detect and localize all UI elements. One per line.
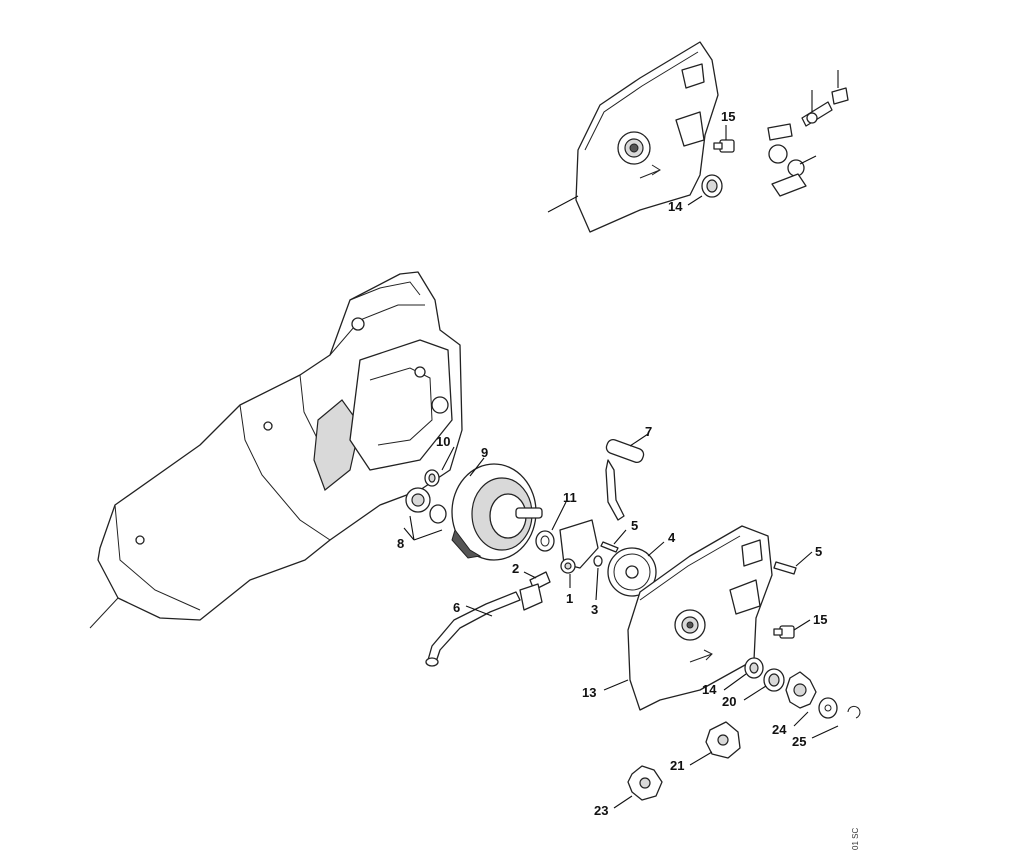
clutch-drum-9: [451, 463, 543, 561]
o-ring-3: [593, 555, 603, 567]
upper-tensioner-parts: [767, 70, 849, 197]
drawing-code: 01 SC: [851, 828, 860, 850]
callout-5-right: 5: [815, 544, 822, 559]
callout-13: 13: [582, 685, 596, 700]
screw-5-left: [600, 541, 619, 553]
callout-23: 23: [594, 803, 608, 818]
callout-3: 3: [591, 602, 598, 617]
worm-gear-4: [607, 547, 657, 597]
callout-11: 11: [563, 490, 577, 505]
spur-sprocket-21: [705, 721, 741, 759]
callout-14-upper: 14: [668, 199, 683, 214]
callout-14-lower: 14: [702, 682, 717, 697]
callout-1: 1: [566, 591, 573, 606]
oil-hose-6: [425, 583, 543, 667]
callout-4: 4: [668, 530, 676, 545]
engine-housing: [89, 271, 463, 629]
callout-24: 24: [772, 722, 787, 737]
washer-11: [535, 530, 555, 552]
washer-20: [763, 668, 785, 692]
upper-needle-bearing-14: [687, 174, 723, 206]
callout-25: 25: [792, 734, 806, 749]
rim-sprocket-24: [785, 671, 817, 709]
callout-2: 2: [512, 561, 519, 576]
callout-15-lower: 15: [813, 612, 827, 627]
upper-screw-15: [713, 125, 735, 153]
callout-20: 20: [722, 694, 736, 709]
needle-bearing-14-lower: [744, 657, 764, 679]
screw-15-lower: [773, 625, 795, 639]
screw-5-right: [773, 561, 797, 575]
spur-sprocket-23: [627, 765, 663, 801]
callout-7: 7: [645, 424, 652, 439]
callout-21: 21: [670, 758, 684, 773]
oil-pump-1: [559, 519, 599, 574]
oil-tank-vent-7: [605, 438, 645, 521]
washer-25: [818, 697, 838, 719]
e-clip: [847, 705, 861, 719]
needle-cage-10: [424, 469, 440, 487]
callout-9: 9: [481, 445, 488, 460]
callout-5-left: 5: [631, 518, 638, 533]
callout-6: 6: [453, 600, 460, 615]
callout-labels: 15 14 7 10 9 11 8 5 4 5 2 1 3 6 15 13 14…: [397, 109, 827, 818]
sprocket-cover-13: [627, 525, 773, 711]
callout-15-upper: 15: [721, 109, 735, 124]
leader-lines: [403, 433, 839, 809]
callout-8: 8: [397, 536, 404, 551]
callout-10: 10: [436, 434, 450, 449]
clutch-sprocket-8: [405, 487, 447, 524]
upper-sprocket-cover: [547, 41, 719, 233]
